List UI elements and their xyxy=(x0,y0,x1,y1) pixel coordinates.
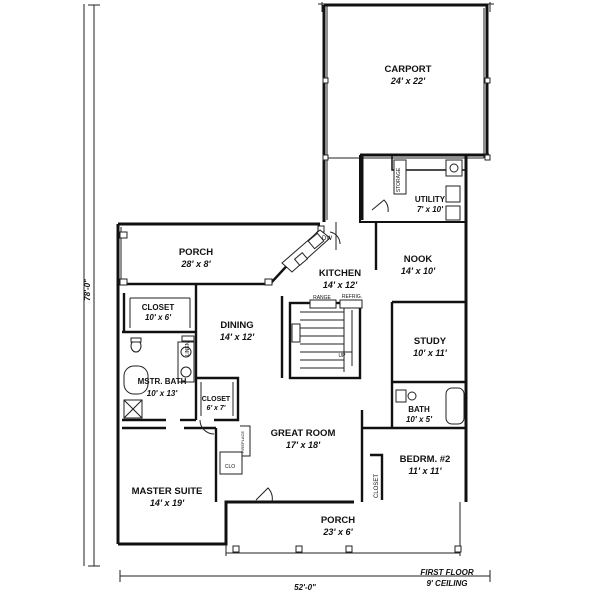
floor-note: FIRST FLOOR xyxy=(420,568,474,577)
utility-dims: 7' x 10' xyxy=(417,205,444,214)
study-dims: 10' x 11' xyxy=(413,348,448,358)
up-label: UP xyxy=(339,353,347,359)
stairs xyxy=(291,308,353,372)
bath-dims: 10' x 5' xyxy=(406,415,433,424)
study-name: STUDY xyxy=(414,336,447,347)
master-bath-fixtures xyxy=(123,335,195,419)
fireplace-label: FIREPLACE xyxy=(240,431,245,454)
master-suite-name: MASTER SUITE xyxy=(132,486,203,497)
fixture-labels: STORAGE DW RANGE REFRIG. UP LINEN CLOSET… xyxy=(185,167,402,498)
carport-name: CARPORT xyxy=(385,64,432,75)
porch-bottom-dims: 23' x 6' xyxy=(322,527,353,537)
carport-dims: 24' x 22' xyxy=(390,76,426,86)
porch-top-dims: 28' x 8' xyxy=(180,259,211,269)
mstr-bath-dims: 10' x 13' xyxy=(147,389,179,398)
linen-label: LINEN xyxy=(185,341,191,356)
clo-label: CLO xyxy=(225,464,235,470)
bedroom2-name: BEDRM. #2 xyxy=(400,454,451,465)
doors xyxy=(199,199,389,503)
ceiling-note: 9' CEILING xyxy=(426,579,467,588)
guest-bath-fixtures xyxy=(395,387,465,425)
closet-small-dims: 6' x 7' xyxy=(207,405,226,412)
storage-label: STORAGE xyxy=(396,167,402,192)
kitchen-name: KITCHEN xyxy=(319,268,361,279)
utility-name: UTILITY xyxy=(415,195,446,204)
porch-bottom-name: PORCH xyxy=(321,515,355,526)
kitchen-fixtures xyxy=(281,229,363,309)
porch-bottom xyxy=(225,502,462,556)
dining-dims: 14' x 12' xyxy=(220,332,255,342)
nook-name: NOOK xyxy=(404,254,433,265)
closet-label: CLOSET xyxy=(374,474,380,498)
great-room-name: GREAT ROOM xyxy=(271,428,336,439)
range-label: RANGE xyxy=(313,295,331,301)
nook-dims: 14' x 10' xyxy=(401,266,436,276)
kitchen-dims: 14' x 12' xyxy=(323,280,358,290)
carport xyxy=(322,3,491,222)
width-dimension: 52'-0" xyxy=(294,583,316,592)
closet-master-dims: 10' x 6' xyxy=(145,313,172,322)
bath-name: BATH xyxy=(408,405,430,414)
interior-walls xyxy=(122,222,466,502)
refrig-label: REFRIG. xyxy=(342,294,362,300)
closet-small-name: CLOSET xyxy=(202,396,231,403)
great-room-dims: 17' x 18' xyxy=(286,440,321,450)
master-suite-dims: 14' x 19' xyxy=(150,498,185,508)
utility-fixtures xyxy=(393,159,463,221)
depth-dimension: 78'-0" xyxy=(83,279,92,301)
closet-master-name: CLOSET xyxy=(142,303,175,312)
porch-top-name: PORCH xyxy=(179,247,213,258)
dw-label: DW xyxy=(322,236,332,242)
dimension-labels: 78'-0" 52'-0" FIRST FLOOR 9' CEILING xyxy=(83,279,474,592)
exterior-walls xyxy=(116,155,468,546)
bedroom2-dims: 11' x 11' xyxy=(409,466,443,476)
mstr-bath-name: MSTR. BATH xyxy=(138,377,187,386)
room-labels: CARPORT 24' x 22' UTILITY 7' x 10' PORCH… xyxy=(132,64,451,537)
dining-name: DINING xyxy=(220,320,253,331)
